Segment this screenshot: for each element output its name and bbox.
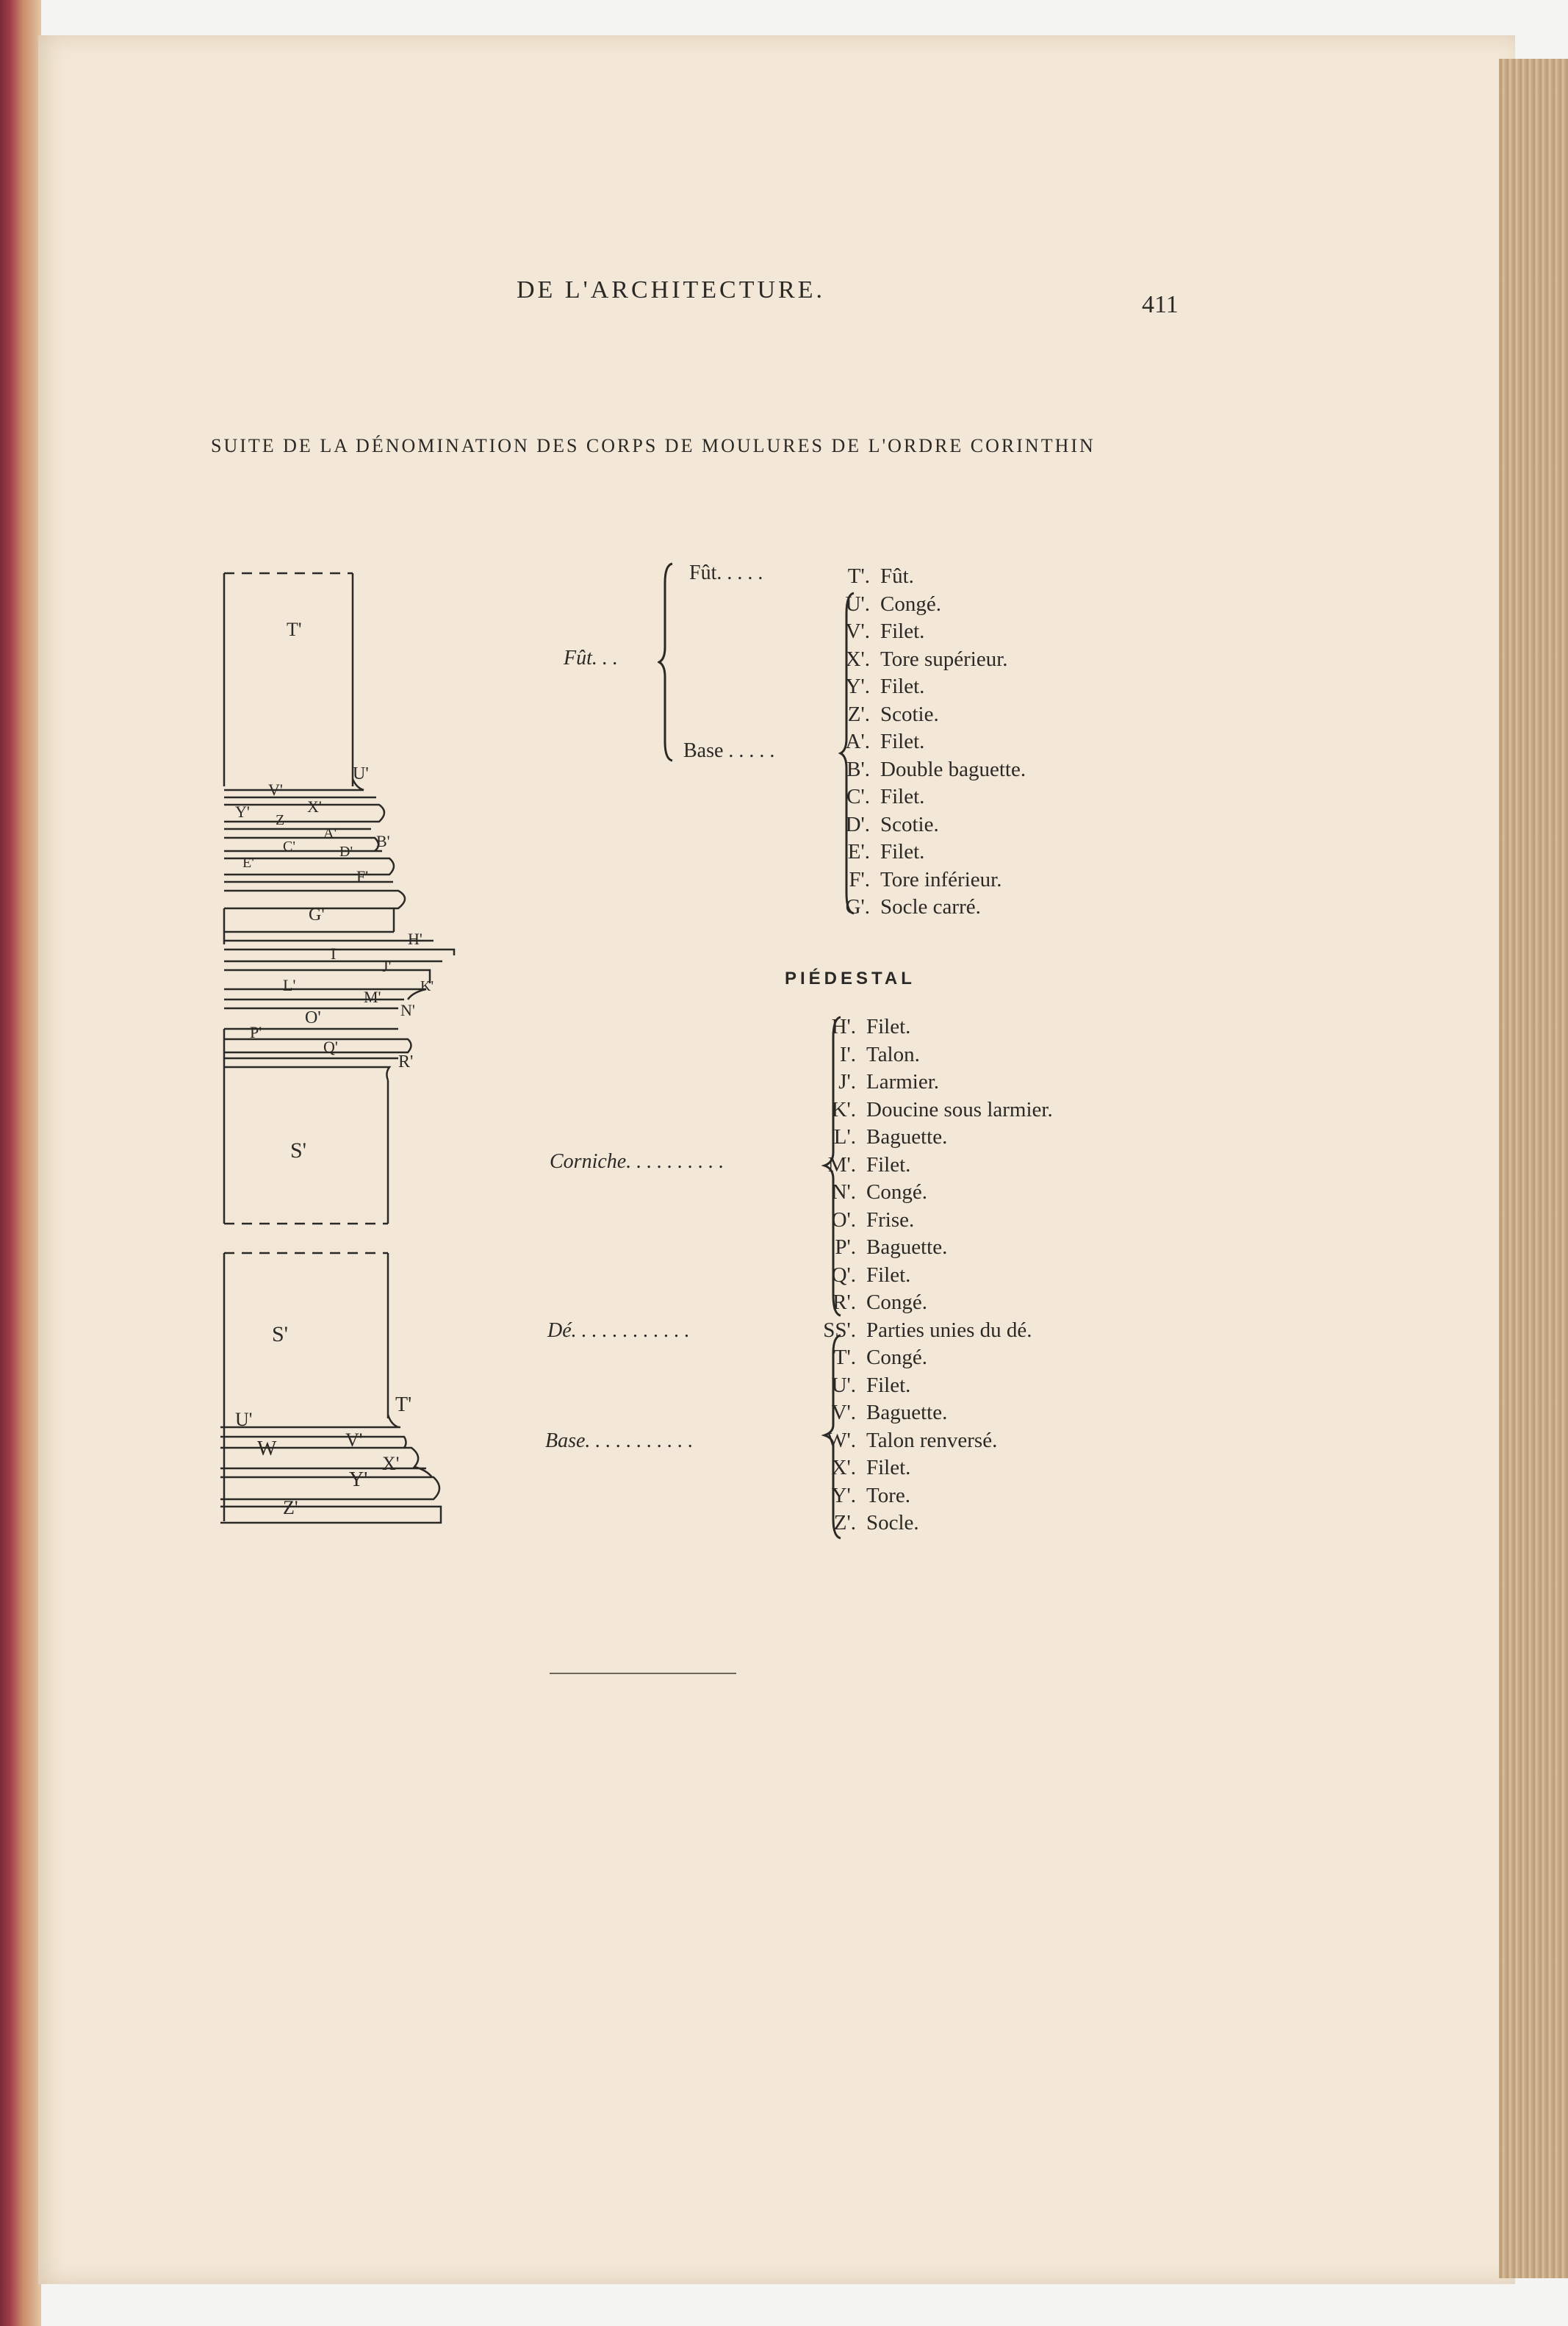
book-page	[38, 35, 1515, 2284]
list-item: Y'.Filet.	[845, 675, 925, 698]
list-item: R'.Congé.	[832, 1291, 927, 1314]
svg-text:A': A'	[323, 825, 337, 841]
list-item: Q'.Filet.	[831, 1263, 911, 1287]
list-item: K'.Doucine sous larmier.	[831, 1097, 1053, 1121]
svg-text:H': H'	[408, 930, 422, 948]
svg-text:Y': Y'	[349, 1468, 367, 1491]
svg-text:S': S'	[272, 1322, 288, 1346]
svg-text:C': C'	[283, 839, 295, 855]
svg-text:Y': Y'	[235, 803, 250, 821]
svg-text:L': L'	[283, 976, 295, 994]
svg-text:G': G'	[309, 905, 325, 925]
svg-text:Z: Z	[276, 812, 284, 828]
base-piedestal-brace	[821, 1334, 841, 1540]
list-item: H'.Filet.	[831, 1015, 911, 1038]
list-item: C'.Filet.	[846, 785, 925, 808]
list-item: T'.Congé.	[833, 1346, 927, 1369]
list-item: G'.Socle carré.	[845, 895, 981, 919]
svg-text:B': B'	[376, 832, 390, 850]
svg-text:K': K'	[420, 978, 434, 994]
svg-text:Z': Z'	[283, 1497, 298, 1518]
fut-group-label: Fût. . .	[564, 647, 618, 670]
svg-text:X': X'	[382, 1453, 399, 1474]
sub-fut-label: Fût. . . . .	[689, 561, 763, 584]
svg-text:M': M'	[364, 988, 381, 1006]
de-label: Dé. . . . . . . . . . . .	[547, 1319, 690, 1342]
molding-profile-figure: T' U' V' X' Y' Z A' C' D' B' E' F' G' H'…	[220, 572, 456, 1524]
svg-text:D': D'	[339, 844, 353, 860]
svg-text:J': J'	[382, 957, 392, 975]
svg-text:T': T'	[395, 1393, 411, 1416]
section-divider	[550, 1673, 736, 1674]
list-item: O'.Frise.	[831, 1207, 915, 1232]
figure-label: T'	[287, 619, 302, 640]
list-item: N'.Congé.	[831, 1180, 927, 1204]
piedestal-heading: PIÉDESTAL	[785, 969, 916, 988]
svg-text:P': P'	[250, 1023, 262, 1041]
base-label: Base. . . . . . . . . . .	[545, 1429, 694, 1452]
list-item: X'.Tore supérieur.	[845, 647, 1008, 671]
svg-text:X': X'	[307, 797, 322, 816]
svg-text:N': N'	[400, 1001, 415, 1019]
fut-brace	[658, 562, 673, 762]
fut-entries: T'.Fût. U'.Congé. V'.Filet. X'.Tore supé…	[827, 563, 1026, 922]
svg-text:O': O'	[305, 1008, 321, 1027]
list-item: V'.Baguette.	[831, 1401, 948, 1424]
list-item: J'.Larmier.	[838, 1070, 940, 1094]
list-item: E'.Filet.	[847, 840, 925, 864]
section-title: SUITE DE LA DÉNOMINATION DES CORPS DE MO…	[211, 435, 1096, 456]
svg-text:F': F'	[356, 867, 368, 886]
svg-text:I: I	[331, 944, 336, 963]
list-item: M'.Filet.	[827, 1152, 911, 1177]
running-title: DE L'ARCHITECTURE.	[517, 276, 825, 304]
base-brace	[838, 592, 855, 915]
svg-text:V': V'	[268, 780, 283, 799]
list-item: X'.Filet.	[831, 1456, 911, 1479]
page-edges	[1499, 59, 1568, 2278]
list-item: Z'.Scotie.	[847, 702, 939, 726]
list-item: SS'.Parties unies du dé.	[823, 1318, 1032, 1342]
svg-text:V': V'	[345, 1429, 362, 1451]
list-item: D'.Scotie.	[845, 812, 939, 836]
list-item: F'.Tore inférieur.	[849, 867, 1002, 891]
list-item: T'.Fût.	[847, 564, 914, 588]
page-number: 411	[1142, 291, 1179, 318]
list-item: A'.Filet.	[845, 730, 925, 753]
sub-base-label: Base . . . . .	[683, 739, 775, 762]
list-item: V'.Filet.	[845, 620, 925, 643]
svg-text:W: W	[257, 1437, 277, 1460]
svg-text:Q': Q'	[323, 1038, 338, 1056]
list-item: U'.Congé.	[845, 592, 941, 616]
list-item: L'.Baguette.	[833, 1125, 948, 1149]
list-item: B'.Double baguette.	[846, 757, 1026, 781]
list-item: Y'.Tore.	[831, 1483, 910, 1507]
list-item: W'.Talon renversé.	[827, 1428, 998, 1452]
list-item: Z'.Socle.	[833, 1511, 919, 1534]
corniche-brace	[821, 1016, 841, 1317]
list-item: U'.Filet.	[831, 1373, 911, 1397]
book-spine	[0, 0, 41, 2326]
list-item: I'.Talon.	[839, 1042, 920, 1066]
svg-text:U': U'	[235, 1409, 252, 1430]
svg-text:U': U'	[353, 764, 369, 783]
svg-text:E': E'	[242, 855, 254, 871]
piedestal-entries: H'.Filet. I'.Talon. J'.Larmier. K'.Douci…	[813, 1013, 1053, 1537]
corniche-label: Corniche. . . . . . . . . .	[550, 1150, 724, 1173]
list-item: P'.Baguette.	[835, 1235, 948, 1259]
svg-text:R': R'	[398, 1052, 413, 1072]
svg-text:S': S'	[290, 1138, 306, 1163]
